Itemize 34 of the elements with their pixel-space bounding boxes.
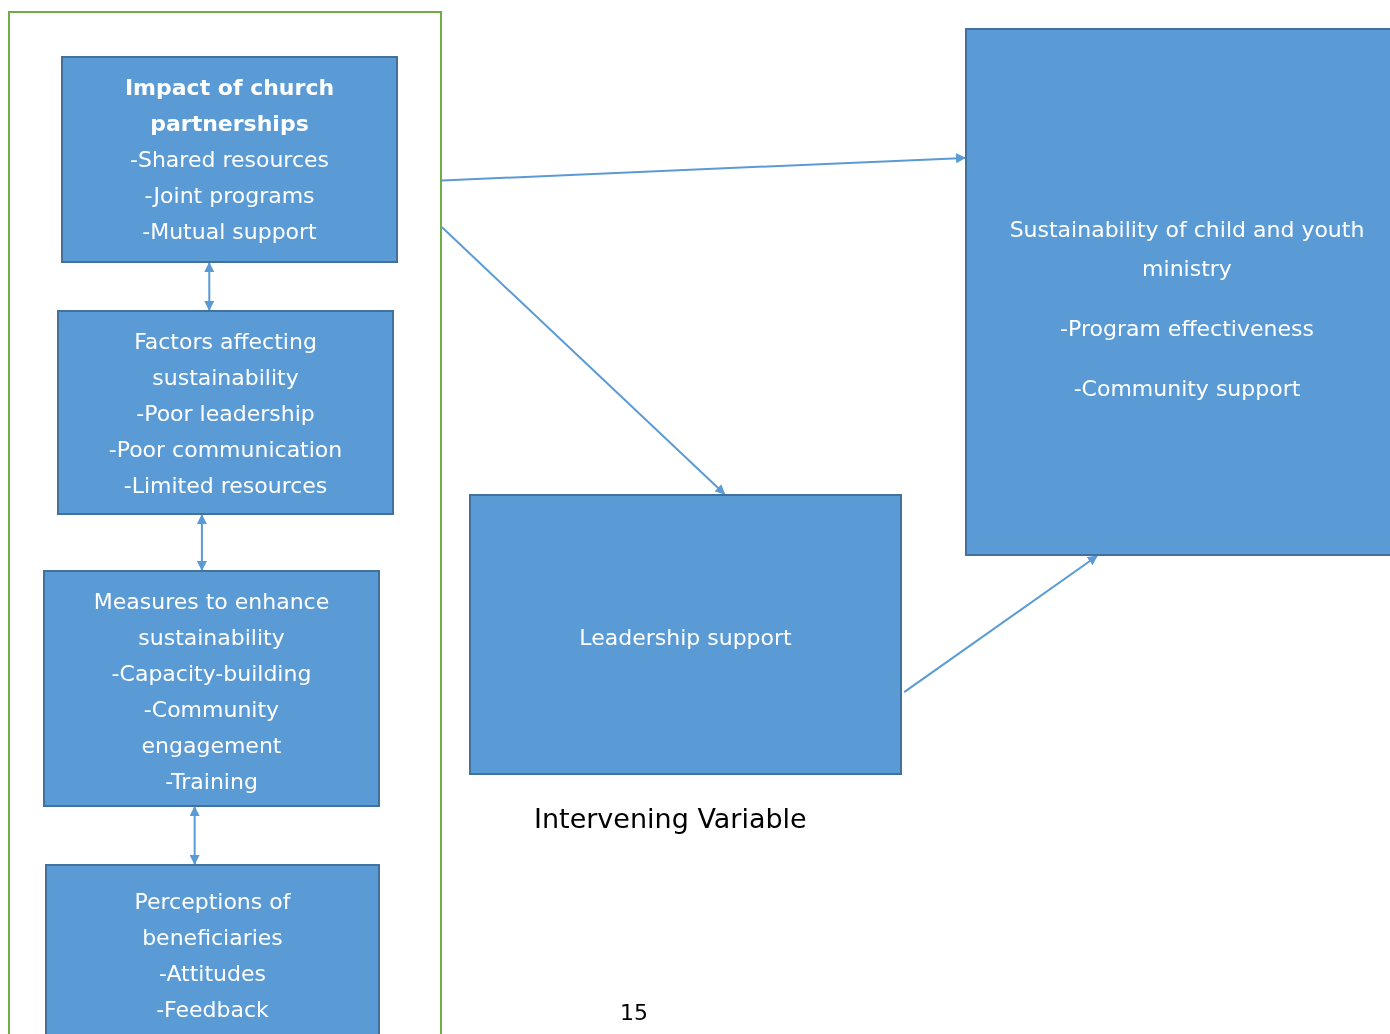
box-heading: Sustainability of child and youth ministry xyxy=(1008,216,1366,283)
list-item: -Feedback xyxy=(156,996,269,1024)
container-frame xyxy=(8,11,442,1034)
list-item: -Shared resources xyxy=(130,146,329,174)
variable-caption: Intervening Variable xyxy=(534,803,807,834)
list-item: -Poor communication xyxy=(108,436,343,464)
box-heading: Measures to enhance sustainability xyxy=(92,588,331,652)
list-item: -Mutual support xyxy=(142,218,317,246)
concept-box xyxy=(43,570,380,807)
outcome-box xyxy=(965,28,1390,556)
double-arrow xyxy=(196,514,207,571)
box-heading: Impact of church partnerships xyxy=(123,74,336,138)
list-item: -Limited resources xyxy=(123,472,328,500)
arrow xyxy=(441,153,966,182)
concept-box xyxy=(57,310,394,515)
double-arrow xyxy=(204,262,215,311)
page-number: 15 xyxy=(620,1000,648,1025)
concept-box xyxy=(61,56,398,263)
arrow xyxy=(441,226,726,495)
box-heading: Perceptions of beneficiaries xyxy=(133,888,292,952)
intervening-box xyxy=(469,494,902,775)
list-item: -Poor leadership xyxy=(136,400,315,428)
concept-box xyxy=(45,864,380,1034)
list-item: -Program effectiveness xyxy=(1060,315,1314,343)
list-item: -Community support xyxy=(1073,375,1301,403)
list-item: -Training xyxy=(165,768,258,796)
list-item: -Attitudes xyxy=(159,960,266,988)
box-heading: Leadership support xyxy=(579,624,792,652)
arrow xyxy=(903,555,1098,694)
list-item: -Joint programs xyxy=(144,182,315,210)
list-item: -Capacity-building xyxy=(111,660,312,688)
double-arrow xyxy=(189,806,200,865)
box-heading: Factors affecting sustainability xyxy=(133,328,318,392)
list-item: -Community engagement xyxy=(140,696,283,760)
